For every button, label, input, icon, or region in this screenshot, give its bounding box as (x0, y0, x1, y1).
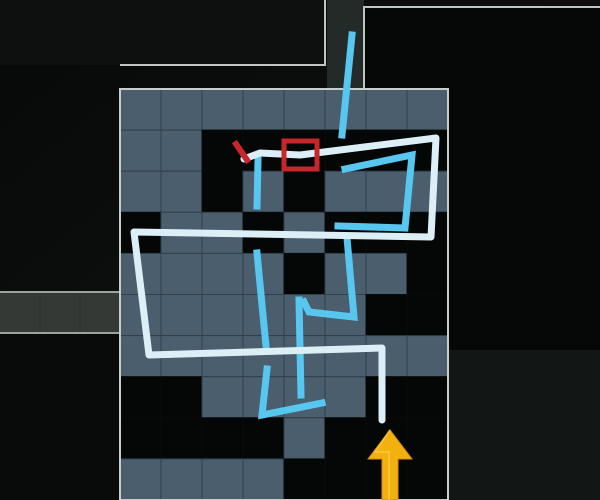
wall-cell (160, 376, 203, 419)
wall-cell (365, 294, 408, 337)
floor-cell (283, 335, 326, 378)
floor-cell (242, 88, 285, 131)
bottom-right-dark-region (448, 350, 600, 500)
wall-cell (119, 417, 162, 460)
wall-cell (406, 458, 449, 500)
floor-cell (160, 170, 203, 213)
wall-cell (406, 252, 449, 295)
floor-cell (365, 170, 408, 213)
goal-square-icon (281, 138, 320, 172)
wall-cell (324, 458, 367, 500)
blue-route-bottom-hook (258, 365, 327, 420)
left-corridor-divisions (39, 293, 81, 332)
blue-route-right-loop (334, 150, 416, 232)
left-corridor-outline (0, 291, 120, 334)
floor-cell (406, 335, 449, 378)
wall-cell (283, 458, 326, 500)
floor-cell (324, 335, 367, 378)
wall-cell (201, 129, 244, 172)
left-entry-corridor (0, 292, 120, 333)
bottom-left-dark-region (0, 333, 120, 500)
red-route-tip-marker (231, 139, 252, 165)
wall-cell (406, 211, 449, 254)
floor-cell (365, 252, 408, 295)
floor-cell (160, 294, 203, 337)
floor-cell (201, 88, 244, 131)
wall-cell (283, 170, 326, 213)
floor-cell (283, 417, 326, 460)
floor-cell (242, 458, 285, 500)
wall-cell (283, 252, 326, 295)
floor-cell (160, 88, 203, 131)
start-arrow-icon (366, 429, 414, 500)
wall-cell (406, 417, 449, 460)
white-current-route (130, 134, 440, 424)
wall-cell (201, 417, 244, 460)
floor-cell (201, 376, 244, 419)
wall-cell (160, 417, 203, 460)
blue-route-upper-stub (253, 156, 262, 210)
wall-cell (324, 417, 367, 460)
wall-cell (406, 294, 449, 337)
blue-route-middle-hook (299, 234, 358, 321)
wall-cell (406, 376, 449, 419)
top-left-dark-region (0, 0, 325, 65)
floor-cell (365, 88, 408, 131)
floor-cell (324, 376, 367, 419)
blue-route-top-spine (338, 31, 356, 139)
floor-cell (119, 88, 162, 131)
blue-route-left-lower-line (253, 249, 270, 350)
top-left-wall-outline (120, 0, 326, 66)
floor-cell (119, 129, 162, 172)
floor-cell (324, 170, 367, 213)
top-right-wall-outline (363, 6, 600, 89)
board-border (119, 88, 449, 500)
floor-cell (160, 458, 203, 500)
floor-cell (201, 458, 244, 500)
wall-cell (365, 376, 408, 419)
floor-cell (160, 252, 203, 295)
floor-cell (406, 88, 449, 131)
route-lines (130, 31, 440, 424)
markers (231, 138, 414, 500)
floor-cell (119, 170, 162, 213)
wall-cell (242, 417, 285, 460)
floor-cell (201, 252, 244, 295)
wall-cell (201, 170, 244, 213)
floor-cell (365, 335, 408, 378)
floor-cell (119, 458, 162, 500)
floor-cell (160, 129, 203, 172)
floor-cell (201, 294, 244, 337)
floor-cell (242, 170, 285, 213)
wall-cell (119, 376, 162, 419)
floor-cell (283, 88, 326, 131)
